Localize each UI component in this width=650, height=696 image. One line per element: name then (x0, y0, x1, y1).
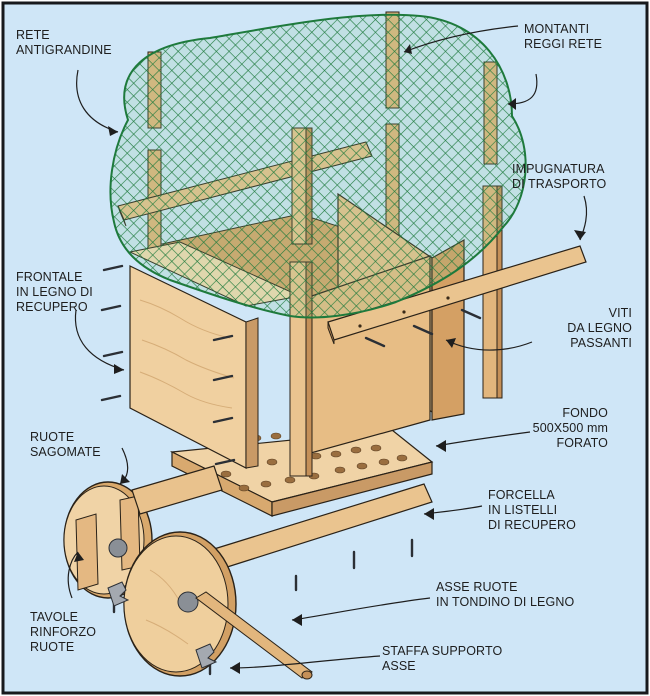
leader-lines (67, 25, 588, 669)
leader-arrowheads (74, 44, 586, 674)
hail-net (109, 13, 527, 319)
wheel-front (123, 531, 237, 677)
wheel-back (63, 481, 153, 599)
axle-rod (195, 591, 313, 680)
screws (100, 264, 482, 676)
carrying-handle (327, 245, 587, 345)
axle-brackets (107, 581, 218, 669)
fork-rail-back (131, 465, 223, 515)
